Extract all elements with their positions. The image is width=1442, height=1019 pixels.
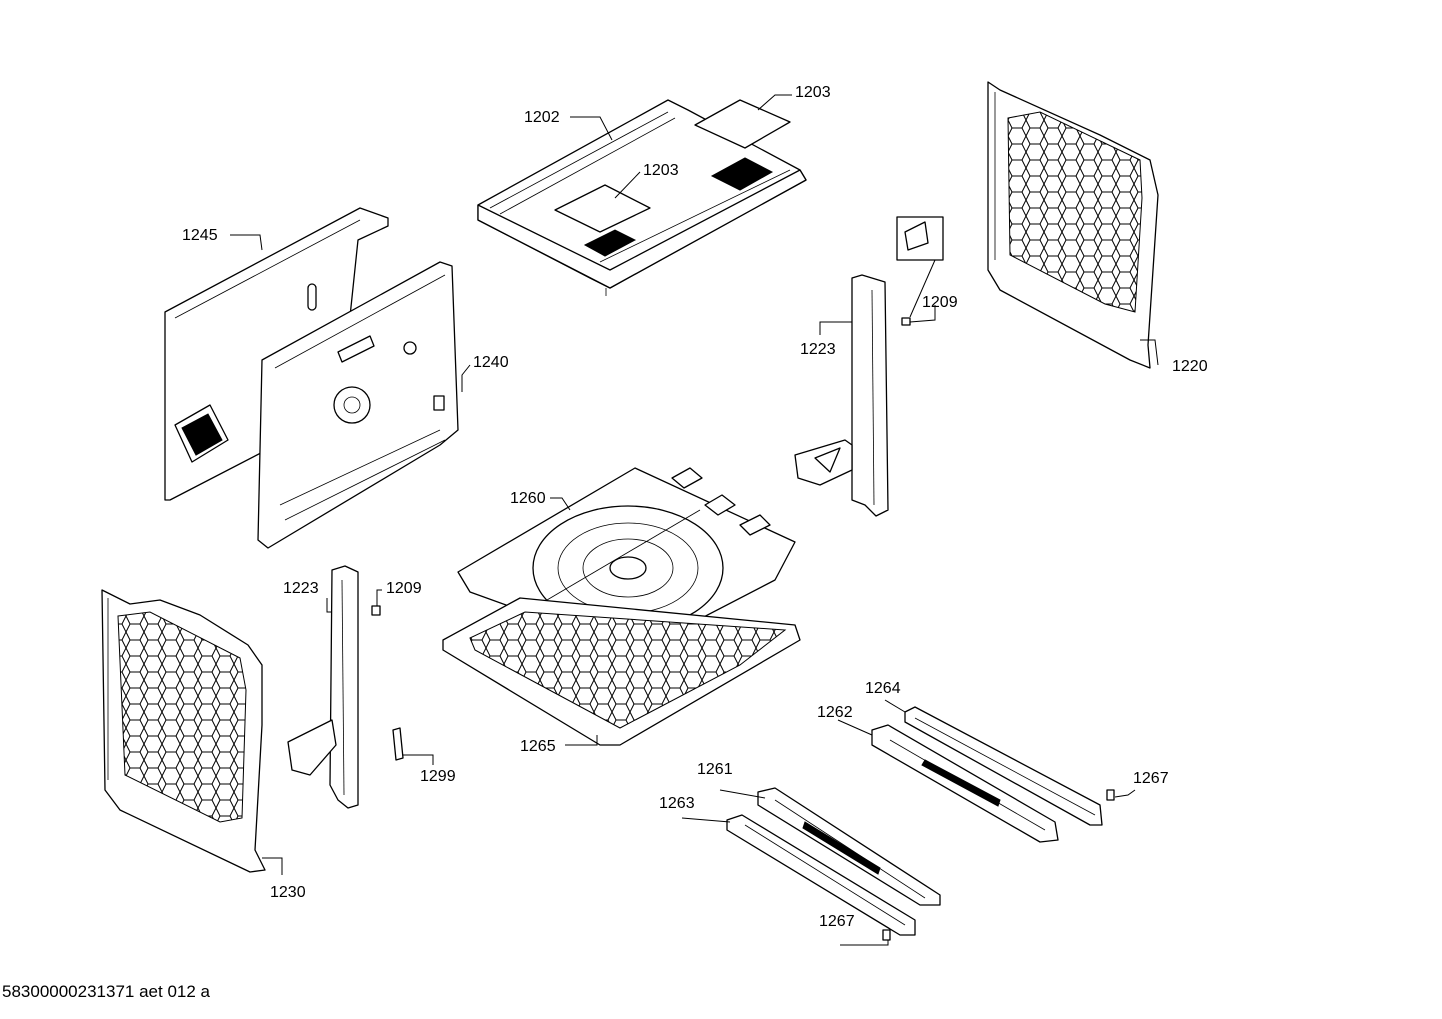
label-1209-left: 1209 [386,580,422,597]
label-1230: 1230 [270,884,306,901]
label-1240: 1240 [473,354,509,371]
label-1245: 1245 [182,227,218,244]
label-1203-center: 1203 [643,162,679,179]
telescopic-rail-1262-part [871,724,1059,843]
telescopic-rail-1264-part [904,706,1103,826]
telescopic-rail-1263-part [726,814,916,936]
telescopic-rail-1261-part [757,787,941,906]
label-1223-right: 1223 [800,341,836,358]
label-1260: 1260 [510,490,546,507]
label-1262: 1262 [817,704,853,721]
side-panel-right-part [987,81,1159,369]
rail-caps-part [882,789,1115,941]
strip-left-part [392,727,404,761]
rear-panel-inner-part [257,261,459,549]
part-labels: 1202 1203 1203 1245 1240 1220 1223 1209 … [182,84,1208,930]
label-1209-right: 1209 [922,294,958,311]
side-panel-left-part [101,589,266,873]
label-1223-left: 1223 [283,580,319,597]
label-1202: 1202 [524,109,560,126]
shelf-support-right-part [794,274,889,517]
bottom-panel-part [442,597,801,746]
top-panel-part [477,99,807,296]
label-1299: 1299 [420,768,456,785]
label-1267-bottom: 1267 [819,913,855,930]
label-1261: 1261 [697,761,733,778]
label-1264: 1264 [865,680,901,697]
label-1203-top: 1203 [795,84,831,101]
insulation-mat-top-part [694,99,791,149]
label-1220: 1220 [1172,358,1208,375]
clip-left-part [371,605,381,616]
label-1263: 1263 [659,795,695,812]
drawing-number-footer: 58300000231371 aet 012 a [2,982,210,1001]
leader-lines [230,94,1159,946]
label-1265: 1265 [520,738,556,755]
shelf-support-left-part [287,565,359,809]
label-1267-right: 1267 [1133,770,1169,787]
